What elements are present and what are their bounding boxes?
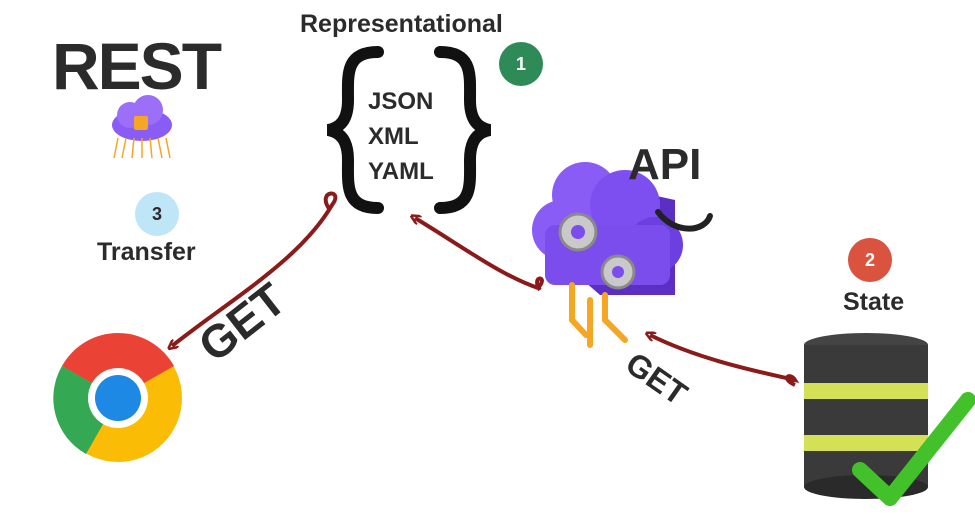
transfer-label: Transfer — [97, 238, 196, 266]
arrow-api-to-representation — [415, 218, 544, 292]
step-badge-3: 3 — [135, 192, 179, 236]
format-json: JSON — [368, 88, 434, 115]
rest-title: REST — [52, 29, 222, 103]
braces-icon — [326, 46, 492, 214]
arrow-database-to-api — [650, 335, 800, 387]
state-label: State — [843, 288, 905, 316]
swoosh-icon — [655, 209, 713, 232]
chrome-icon — [53, 332, 182, 462]
format-yaml: YAML — [368, 158, 434, 185]
check-icon — [852, 392, 975, 506]
step-badge-1: 1 — [499, 42, 543, 86]
format-xml: XML — [368, 123, 419, 150]
cloud-chip-icon — [112, 95, 172, 159]
api-label: API — [628, 140, 702, 189]
api-cloud-icon — [532, 162, 683, 348]
arrow-representation-to-browser — [172, 191, 338, 346]
representational-label: Representational — [300, 10, 503, 38]
step-badge-2: 2 — [848, 238, 892, 282]
